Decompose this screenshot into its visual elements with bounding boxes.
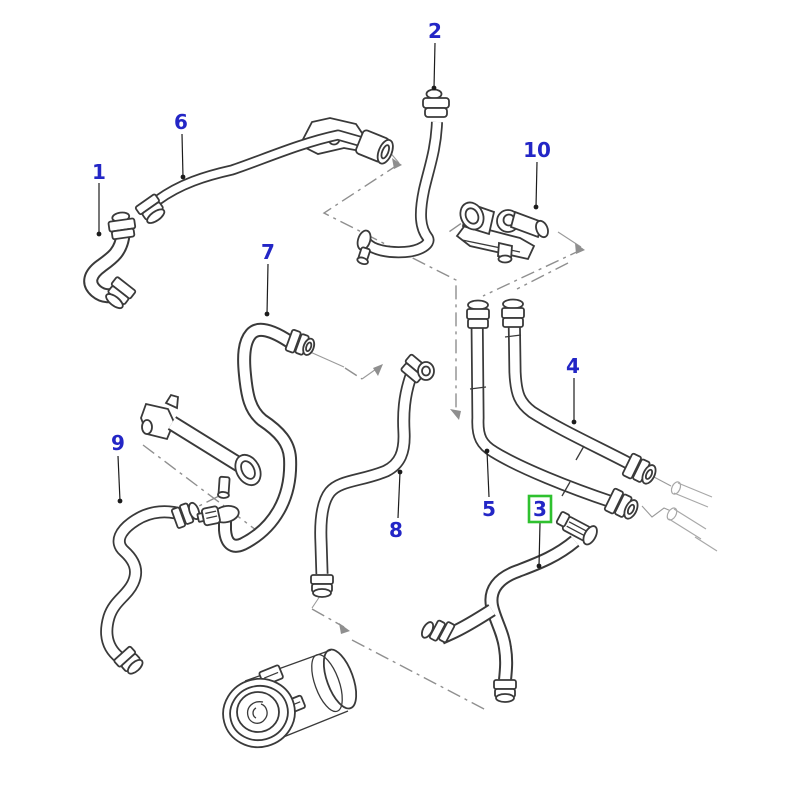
callout-10[interactable]: 10 bbox=[523, 138, 551, 210]
hose-clamp bbox=[196, 504, 240, 527]
leader-line bbox=[535, 161, 538, 208]
callout-8[interactable]: 8 bbox=[389, 469, 403, 542]
leader-dot bbox=[484, 448, 490, 454]
callout-9[interactable]: 9 bbox=[111, 431, 125, 504]
callout-7[interactable]: 7 bbox=[261, 240, 275, 317]
part-3-hose bbox=[420, 511, 598, 703]
tube-assembly bbox=[140, 393, 262, 499]
part-7-hose bbox=[218, 322, 316, 553]
part-6-hose bbox=[134, 117, 394, 224]
callout-4[interactable]: 4 bbox=[566, 354, 580, 425]
part-4-hose bbox=[501, 298, 657, 485]
ghost-pipes bbox=[666, 481, 718, 552]
part-8-hose bbox=[310, 353, 435, 598]
leader-dot bbox=[397, 469, 403, 475]
leader-dot bbox=[533, 204, 539, 210]
leader-dot bbox=[431, 85, 437, 91]
callout-number: 1 bbox=[92, 160, 106, 184]
part-9-hose bbox=[100, 501, 201, 675]
leader-line bbox=[486, 450, 490, 498]
callout-number: 3 bbox=[533, 497, 547, 521]
callout-6[interactable]: 6 bbox=[174, 110, 188, 180]
callout-2[interactable]: 2 bbox=[428, 19, 442, 91]
guide-lines bbox=[307, 149, 672, 609]
callout-number: 10 bbox=[523, 138, 551, 162]
callout-number: 2 bbox=[428, 19, 442, 43]
callout-number: 4 bbox=[566, 354, 580, 378]
leader-line bbox=[181, 133, 184, 178]
callout-number: 9 bbox=[111, 431, 125, 455]
highlight-box bbox=[527, 494, 553, 524]
leader-line bbox=[266, 263, 269, 315]
callout-3[interactable]: 3 bbox=[527, 494, 553, 569]
leader-line bbox=[433, 42, 436, 89]
part-1-hose bbox=[83, 211, 137, 310]
leader-line bbox=[538, 522, 541, 567]
leader-line bbox=[117, 455, 121, 502]
callout-number: 5 bbox=[482, 497, 496, 521]
leader-dot bbox=[536, 563, 542, 569]
oil-filter bbox=[222, 648, 358, 749]
leader-dot bbox=[117, 498, 123, 504]
callout-5[interactable]: 5 bbox=[482, 448, 496, 521]
leader-dot bbox=[264, 311, 270, 317]
callout-1[interactable]: 1 bbox=[92, 160, 106, 237]
callout-number: 7 bbox=[261, 240, 275, 264]
callout-number: 6 bbox=[174, 110, 188, 134]
part-10-valve bbox=[455, 201, 549, 264]
leader-dot bbox=[180, 174, 186, 180]
part-2-hose bbox=[356, 88, 450, 266]
leader-dot bbox=[571, 419, 577, 425]
callout-number: 8 bbox=[389, 518, 403, 542]
leader-line bbox=[397, 471, 401, 519]
part-5-hose bbox=[466, 299, 639, 520]
leader-dot bbox=[96, 231, 102, 237]
